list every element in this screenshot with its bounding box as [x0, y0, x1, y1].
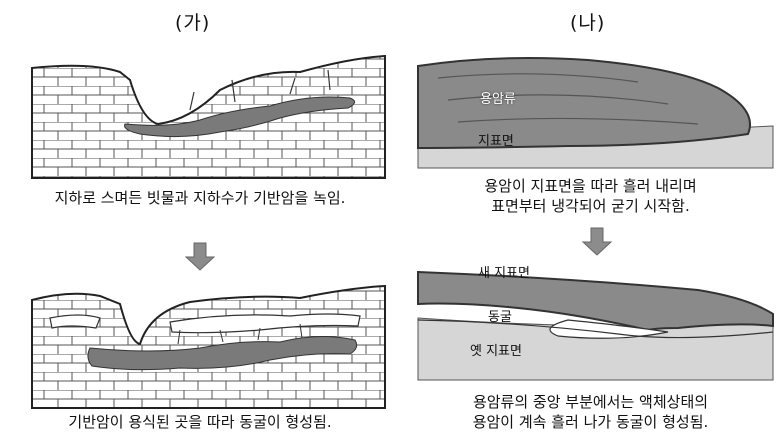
panel-b-caption-top-line2: 표면부터 냉각되어 굳기 시작함. [491, 197, 690, 215]
label-surface: 지표면 [478, 134, 514, 149]
panel-b-caption-bottom-line2: 용암이 계속 흘러 나가 동굴이 형성됨. [472, 413, 709, 431]
panel-a-caption-bottom: 기반암이 용식된 곳을 따라 동굴이 형성됨. [68, 413, 332, 431]
label-old-surface: 옛 지표면 [470, 344, 522, 359]
lava-flow-illustration [417, 57, 774, 169]
down-arrow-icon [581, 227, 613, 256]
down-arrow-icon [184, 242, 216, 271]
label-cave: 동굴 [488, 310, 512, 325]
panel-b-caption-top-line1: 용암이 지표면을 따라 흘러 내리며 [484, 177, 697, 195]
panel-b-caption-bottom-line1: 용암류의 중앙 부분에서는 액체상태의 [472, 393, 709, 411]
lava-tube-illustration [417, 270, 774, 381]
panel-a-caption-top: 지하로 스며든 빗물과 지하수가 기반암을 녹임. [54, 189, 346, 207]
bedrock-dissolution-illustration [31, 54, 386, 179]
label-lava: 용암류 [480, 92, 516, 107]
panel-b-title: (나) [570, 12, 606, 34]
panel-a-title: (가) [175, 12, 211, 34]
cave-formed-illustration [31, 284, 386, 409]
label-new-surface: 새 지표면 [478, 266, 530, 281]
